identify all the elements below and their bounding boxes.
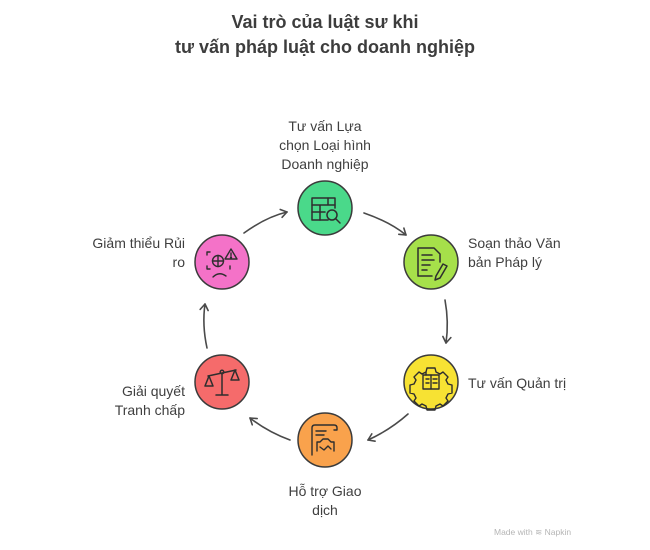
scroll-handshake-icon bbox=[311, 424, 338, 456]
label-dispute: Giải quyết Tranh chấp bbox=[114, 383, 185, 418]
table-search-icon bbox=[311, 197, 341, 224]
arrow-4-to-5 bbox=[249, 417, 291, 441]
node-business-type[interactable] bbox=[297, 180, 353, 236]
arrow-6-to-1 bbox=[243, 208, 288, 234]
label-business-type: Tư vấn Lựa chọn Loại hình Doanh nghiệp bbox=[279, 118, 371, 172]
arrow-1-to-2 bbox=[363, 212, 407, 236]
label-risk: Giảm thiểu Rủi ro bbox=[92, 235, 185, 270]
node-transaction[interactable] bbox=[297, 412, 353, 468]
node-governance[interactable] bbox=[403, 354, 459, 411]
document-pen-icon bbox=[417, 247, 448, 281]
diagram-title: Vai trò của luật sư khi tư vấn pháp luật… bbox=[0, 10, 650, 60]
node-drafting[interactable] bbox=[403, 234, 459, 290]
cycle-arrows bbox=[199, 208, 452, 442]
node-dispute[interactable] bbox=[194, 354, 250, 410]
arrow-3-to-4 bbox=[367, 413, 409, 442]
title-line-1: Vai trò của luật sư khi bbox=[231, 12, 419, 32]
label-drafting: Soạn thảo Văn bản Pháp lý bbox=[468, 235, 561, 270]
risk-warning-icon bbox=[206, 248, 238, 278]
scales-icon bbox=[204, 369, 240, 396]
arrow-5-to-6 bbox=[199, 303, 209, 349]
label-transaction: Hỗ trợ Giao dịch bbox=[288, 483, 362, 518]
made-with-napkin[interactable]: Made with ≋ Napkin bbox=[494, 527, 572, 537]
node-risk[interactable] bbox=[194, 234, 250, 290]
napkin-logo-icon: ≋ bbox=[535, 527, 543, 537]
gear-building-icon bbox=[409, 367, 453, 411]
arrow-2-to-3 bbox=[442, 299, 452, 344]
title-line-2: tư vấn pháp luật cho doanh nghiệp bbox=[174, 37, 476, 57]
label-governance: Tư vấn Quản trị bbox=[468, 375, 567, 391]
